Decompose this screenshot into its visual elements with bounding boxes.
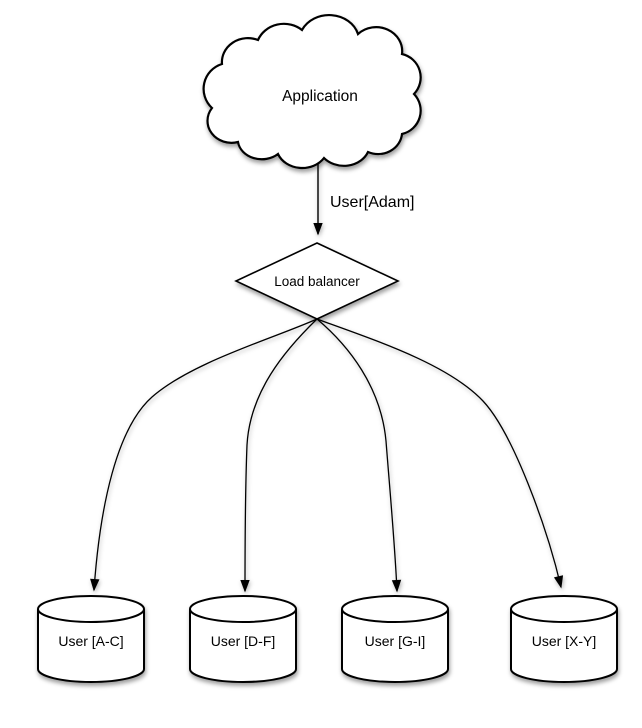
application-label: Application bbox=[282, 88, 358, 105]
shard-node-2: User [D-F] bbox=[189, 595, 297, 683]
application-cloud-node: Application bbox=[202, 14, 422, 170]
edge-load-balancer-to-shard-4 bbox=[316, 318, 564, 589]
cylinder-top-arc bbox=[510, 608, 618, 623]
load-balancer-label: Load balancer bbox=[274, 274, 360, 289]
cloud-shape bbox=[202, 14, 422, 170]
edge-load-balancer-to-shard-2 bbox=[240, 318, 318, 593]
shard-label: User [X-Y] bbox=[532, 633, 597, 649]
edge-load-balancer-to-shard-1 bbox=[90, 318, 318, 592]
cylinder-top-arc bbox=[341, 608, 449, 623]
shard-label: User [A-C] bbox=[58, 633, 123, 649]
cylinder-shape bbox=[189, 595, 297, 683]
cylinder-top-arc bbox=[37, 608, 145, 623]
diamond-shape bbox=[234, 242, 400, 320]
cylinder-shape bbox=[341, 595, 449, 683]
shard-label: User [G-I] bbox=[365, 633, 426, 649]
cylinder-shape bbox=[510, 595, 618, 683]
edges bbox=[90, 160, 564, 593]
load-balancer-node: Load balancer bbox=[234, 242, 400, 320]
shard-node-1: User [A-C] bbox=[37, 595, 145, 683]
cylinder-shape bbox=[37, 595, 145, 683]
edge-load-balancer-to-shard-3 bbox=[316, 318, 402, 593]
shard-label: User [D-F] bbox=[211, 633, 276, 649]
cylinder-top-arc bbox=[189, 608, 297, 623]
shard-node-3: User [G-I] bbox=[341, 595, 449, 683]
shard-node-4: User [X-Y] bbox=[510, 595, 618, 683]
edge-label-user-adam: User[Adam] bbox=[330, 194, 414, 211]
